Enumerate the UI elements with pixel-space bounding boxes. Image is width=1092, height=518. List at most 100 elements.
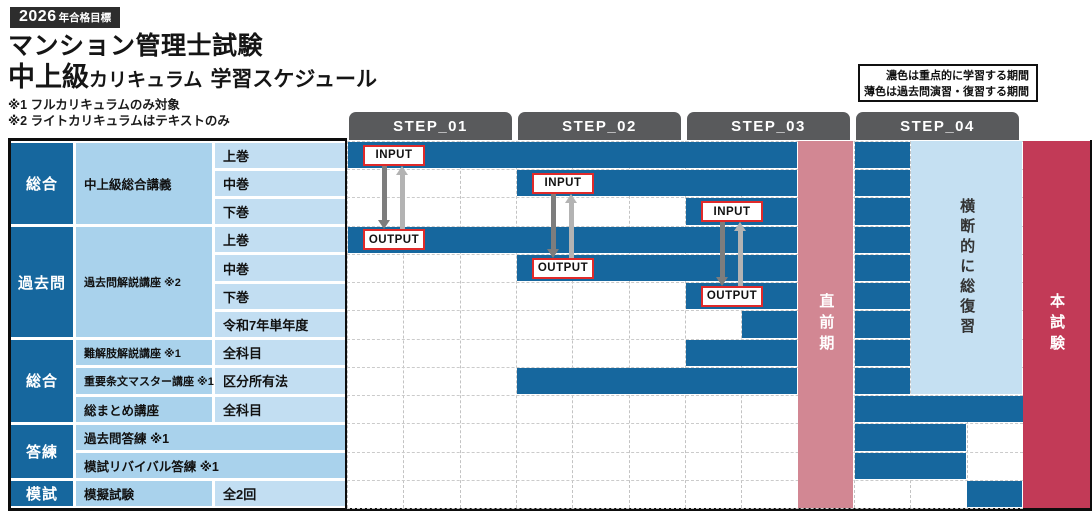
final-exam-column: 本試験 <box>1023 141 1090 508</box>
grid-hline <box>347 310 1023 312</box>
arrow-down-icon <box>381 165 387 222</box>
course-cell: 重要条文マスター講座 ※1 <box>76 368 214 394</box>
grid-vline <box>572 141 574 508</box>
footnote-2: ※2 ライトカリキュラムはテキストのみ <box>8 114 230 128</box>
grid-vline <box>459 141 461 508</box>
page-title: マンション管理士試験 <box>8 32 264 60</box>
footnote-1: ※1 フルカリキュラムのみ対象 <box>8 98 180 112</box>
subtitle-level: 中上級 <box>8 62 89 92</box>
subtitle-curriculum: カリキュラム <box>89 70 203 91</box>
gantt-bar <box>741 311 798 338</box>
grid-hline <box>347 141 1023 142</box>
badge-year: 2026 <box>19 8 57 25</box>
volume-cell: 令和7年単年度 <box>215 311 345 338</box>
grid-hline <box>347 423 1023 425</box>
arrow-up-icon <box>399 173 405 230</box>
step-header-2: STEP_02 <box>518 112 681 140</box>
arrow-up-icon <box>564 193 577 203</box>
grid-hline <box>347 508 1023 509</box>
pre-exam-period-column: 直前期 <box>798 141 854 508</box>
legend-box: 濃色は重点的に学習する期間 薄色は過去問演習・復習する期間 <box>858 64 1038 102</box>
legend-line-dark: 濃色は重点的に学習する期間 <box>886 70 1029 82</box>
category-cell: 答練 <box>11 424 73 479</box>
arrow-up-icon <box>395 165 408 175</box>
category-cell: 総合 <box>11 142 73 225</box>
grid-vline <box>403 141 405 508</box>
course-cell: 過去問解説講座 ※2 <box>76 227 212 338</box>
arrow-up-icon <box>568 201 574 258</box>
gantt-bar <box>854 367 910 395</box>
gantt-bar <box>967 480 1023 507</box>
grid-hline <box>347 225 1023 227</box>
output-box-2: OUTPUT <box>532 257 594 279</box>
cross-review-block: 横断的に総復習 <box>910 141 1023 395</box>
category-cell: 過去問 <box>11 227 73 338</box>
grid-vline <box>347 141 348 508</box>
arrow-down-icon <box>546 248 559 258</box>
legend-line-light: 薄色は過去問演習・復習する期間 <box>864 86 1029 98</box>
grid-hline <box>347 253 1023 255</box>
page-subtitle: 中上級カリキュラム学習スケジュール <box>8 55 377 94</box>
category-cell: 総合 <box>11 340 73 422</box>
volume-cell: 中巻 <box>215 255 345 281</box>
grid-hline <box>347 395 1023 397</box>
grid-hline <box>347 338 1023 340</box>
gantt-bar <box>854 254 910 282</box>
category-cell: 模試 <box>11 481 73 507</box>
volume-cell: 中巻 <box>215 170 345 196</box>
input-box-2: INPUT <box>532 172 594 194</box>
gantt-bar <box>685 339 798 366</box>
arrow-down-icon <box>719 222 725 278</box>
subtitle-schedule: 学習スケジュール <box>210 68 377 91</box>
grid-vline <box>628 141 630 508</box>
arrow-down-icon <box>377 220 390 230</box>
volume-cell: 全2回 <box>215 481 345 507</box>
gantt-bar <box>854 170 910 197</box>
footnotes: ※1 フルカリキュラムのみ対象 ※2 ライトカリキュラムはテキストのみ <box>8 97 230 129</box>
input-box-1: INPUT <box>363 144 425 166</box>
course-cell: 難解肢解説講座 ※1 <box>76 340 212 366</box>
arrow-up-icon <box>737 230 743 286</box>
grid-hline <box>347 282 1023 284</box>
goal-year-badge: 2026 年合格目標 <box>10 7 121 28</box>
volume-cell: 区分所有法 <box>215 368 345 394</box>
gantt-bar <box>854 424 967 451</box>
course-cell: 総まとめ講座 <box>76 396 212 422</box>
output-box-1: OUTPUT <box>363 229 425 251</box>
grid-hline <box>347 451 1023 453</box>
grid-hline <box>347 197 1023 199</box>
course-cell: 過去問答練 ※1 <box>76 424 345 451</box>
step-header-3: STEP_03 <box>687 112 850 140</box>
grid-hline <box>347 169 1023 171</box>
gantt-bar <box>854 198 910 225</box>
grid-hline <box>347 366 1023 368</box>
gantt-bar <box>854 339 910 366</box>
gantt-bar <box>854 452 967 479</box>
table-bottom-border <box>8 508 1092 511</box>
volume-cell: 上巻 <box>215 227 345 253</box>
course-cell: 模擬試験 <box>76 481 212 507</box>
arrow-down-icon <box>550 193 556 250</box>
gantt-bar <box>854 226 910 253</box>
volume-cell: 下巻 <box>215 283 345 309</box>
grid-vline <box>685 141 686 508</box>
course-cell: 模試リバイバル答練 ※1 <box>76 453 345 479</box>
final-exam-label: 本試験 <box>1048 293 1065 356</box>
table-right-border <box>1090 140 1092 511</box>
gantt-bar <box>854 283 910 310</box>
gantt-bar <box>516 367 798 395</box>
step-header-4: STEP_04 <box>856 112 1019 140</box>
badge-suffix: 年合格目標 <box>58 12 112 24</box>
gantt-bar <box>854 311 910 338</box>
step-header-1: STEP_01 <box>349 112 512 140</box>
arrow-down-icon <box>715 276 728 286</box>
output-box-3: OUTPUT <box>701 285 763 307</box>
arrow-up-icon <box>733 222 746 232</box>
input-box-3: INPUT <box>701 201 763 223</box>
volume-cell: 上巻 <box>215 142 345 168</box>
gantt-bar <box>854 142 910 169</box>
volume-cell: 全科目 <box>215 340 345 366</box>
volume-cell: 下巻 <box>215 198 345 225</box>
